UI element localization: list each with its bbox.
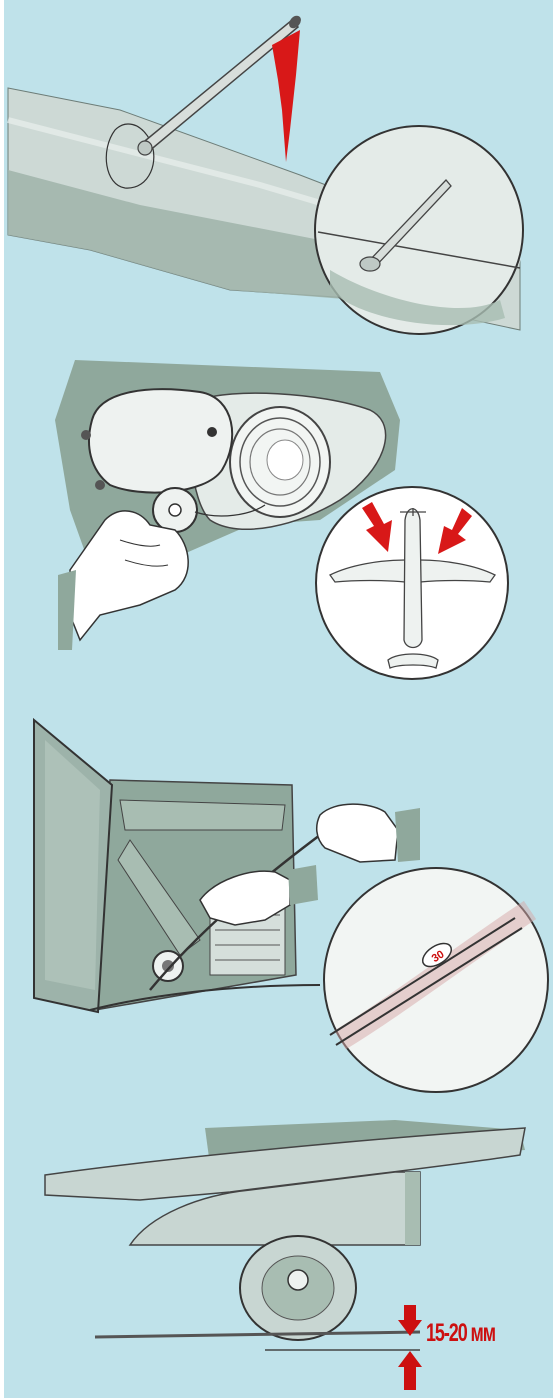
cable-marking-band xyxy=(421,942,453,968)
panel-wing-fuel-pitot xyxy=(7,15,524,335)
panel-tail-wheel-clearance xyxy=(44,1120,526,1390)
wing-shadow xyxy=(8,170,420,305)
hand-lower xyxy=(199,870,291,926)
ground-line xyxy=(94,1330,421,1339)
red-arrow-right xyxy=(438,508,472,554)
hatch-cover xyxy=(88,388,234,494)
dimension-arrow-bottom xyxy=(398,1351,422,1390)
pitot-tube xyxy=(138,18,300,153)
cable-marking-label: 30 xyxy=(430,948,447,965)
clearance-dimension-label: 15-20 мм xyxy=(426,1319,496,1347)
access-panel-outline xyxy=(105,123,155,189)
dimension-arrow-top xyxy=(398,1305,422,1336)
hand-left xyxy=(69,510,189,642)
airplane-plan-view xyxy=(329,508,496,669)
hand-upper xyxy=(315,803,399,863)
red-arrow-left xyxy=(362,502,392,552)
red-streamer xyxy=(272,30,300,162)
magnified-detail-circle xyxy=(314,125,524,335)
panel-cabin-control-cable: 30 xyxy=(33,717,549,1093)
panel-fuel-tank-filler xyxy=(55,360,509,680)
tail-fin xyxy=(128,1171,421,1246)
